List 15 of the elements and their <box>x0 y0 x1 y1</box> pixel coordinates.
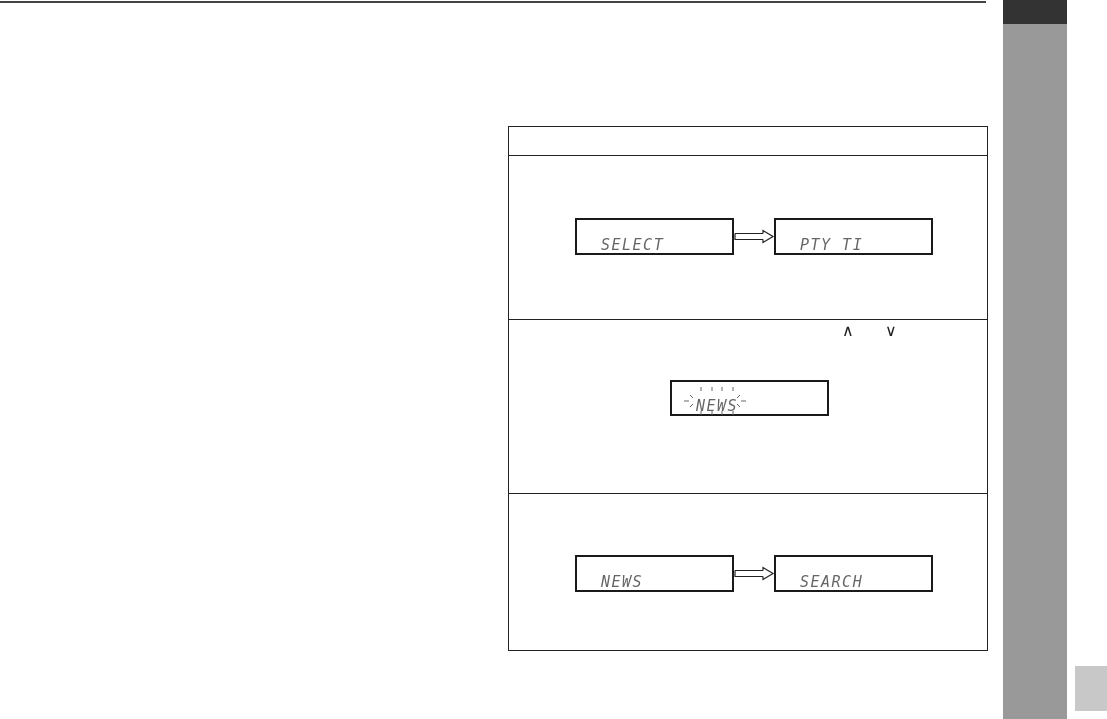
display-text: SEARCH <box>800 575 864 590</box>
display-text: NEWS <box>696 399 739 414</box>
lcd-display <box>575 555 734 592</box>
button-symbol: ∧ <box>842 323 854 339</box>
arrow <box>734 566 774 581</box>
button-symbol: ∨ <box>885 323 897 339</box>
arrow <box>734 229 774 244</box>
display-text: SELECT <box>601 238 665 253</box>
display-text: PTY TI <box>800 238 864 253</box>
lcd-display <box>670 380 829 416</box>
lcd-display <box>774 218 933 255</box>
instruction-table <box>508 126 988 651</box>
lcd-display <box>774 555 933 592</box>
lcd-display <box>575 218 734 255</box>
display-text: NEWS <box>601 575 644 590</box>
